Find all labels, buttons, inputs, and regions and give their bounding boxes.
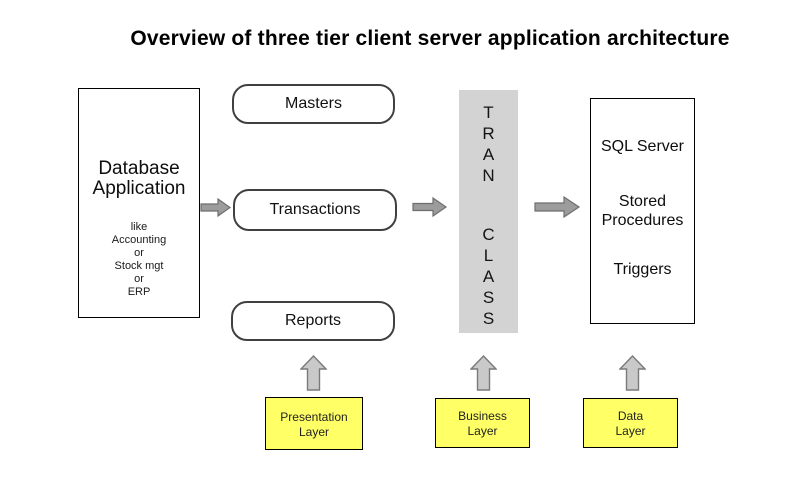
masters-box: Masters — [232, 84, 395, 124]
example-line: or — [134, 247, 144, 259]
arrow-up-icon — [619, 355, 646, 391]
page-title: Overview of three tier client server app… — [130, 27, 730, 50]
arrow-up-icon — [300, 355, 327, 391]
arrow-right-icon — [534, 196, 581, 218]
transactions-box: Transactions — [233, 189, 397, 231]
database-label-line2: Application — [92, 178, 186, 199]
stored-procedures-label: Stored Procedures — [601, 193, 684, 229]
tran-class-column: T R A N C L A S S — [459, 90, 518, 333]
class-letter: A — [482, 267, 495, 286]
layer-label-line1: Data — [617, 409, 644, 423]
example-line: or — [134, 273, 144, 285]
class-letter: S — [482, 288, 495, 307]
tran-letter: A — [482, 145, 495, 164]
example-line: Stock mgt — [114, 260, 164, 272]
database-label-line1: Database — [98, 158, 180, 179]
tran-letter: R — [482, 124, 495, 143]
layer-label-line2: Layer — [467, 424, 498, 438]
arrow-right-icon — [412, 197, 448, 217]
data-layer-box: Data Layer — [583, 398, 678, 448]
sql-server-box: SQL Server Stored Procedures Triggers — [590, 98, 695, 324]
tran-letter: T — [483, 103, 494, 122]
layer-label-line1: Presentation — [280, 410, 348, 424]
example-line: Accounting — [111, 234, 167, 246]
example-line: like — [130, 221, 148, 233]
example-line: ERP — [127, 286, 151, 298]
layer-label-line2: Layer — [298, 425, 330, 439]
tran-letter: N — [482, 166, 495, 185]
presentation-layer-box: Presentation Layer — [265, 397, 363, 450]
arrow-up-icon — [470, 355, 497, 391]
class-letter: L — [483, 246, 494, 265]
database-application-box: Database Application like Accounting or … — [78, 88, 200, 318]
layer-label-line2: Layer — [615, 424, 646, 438]
triggers-label: Triggers — [613, 261, 672, 278]
letter-gap — [459, 186, 518, 224]
arrow-right-icon — [200, 198, 232, 217]
database-application-label: Database Application — [79, 159, 199, 199]
layer-label-line1: Business — [458, 409, 507, 423]
class-letter: S — [482, 309, 495, 328]
reports-box: Reports — [231, 301, 395, 341]
business-layer-box: Business Layer — [435, 398, 530, 448]
class-letter: C — [482, 225, 495, 244]
database-examples: like Accounting or Stock mgt or ERP — [79, 221, 199, 299]
sql-server-label: SQL Server — [601, 138, 684, 155]
